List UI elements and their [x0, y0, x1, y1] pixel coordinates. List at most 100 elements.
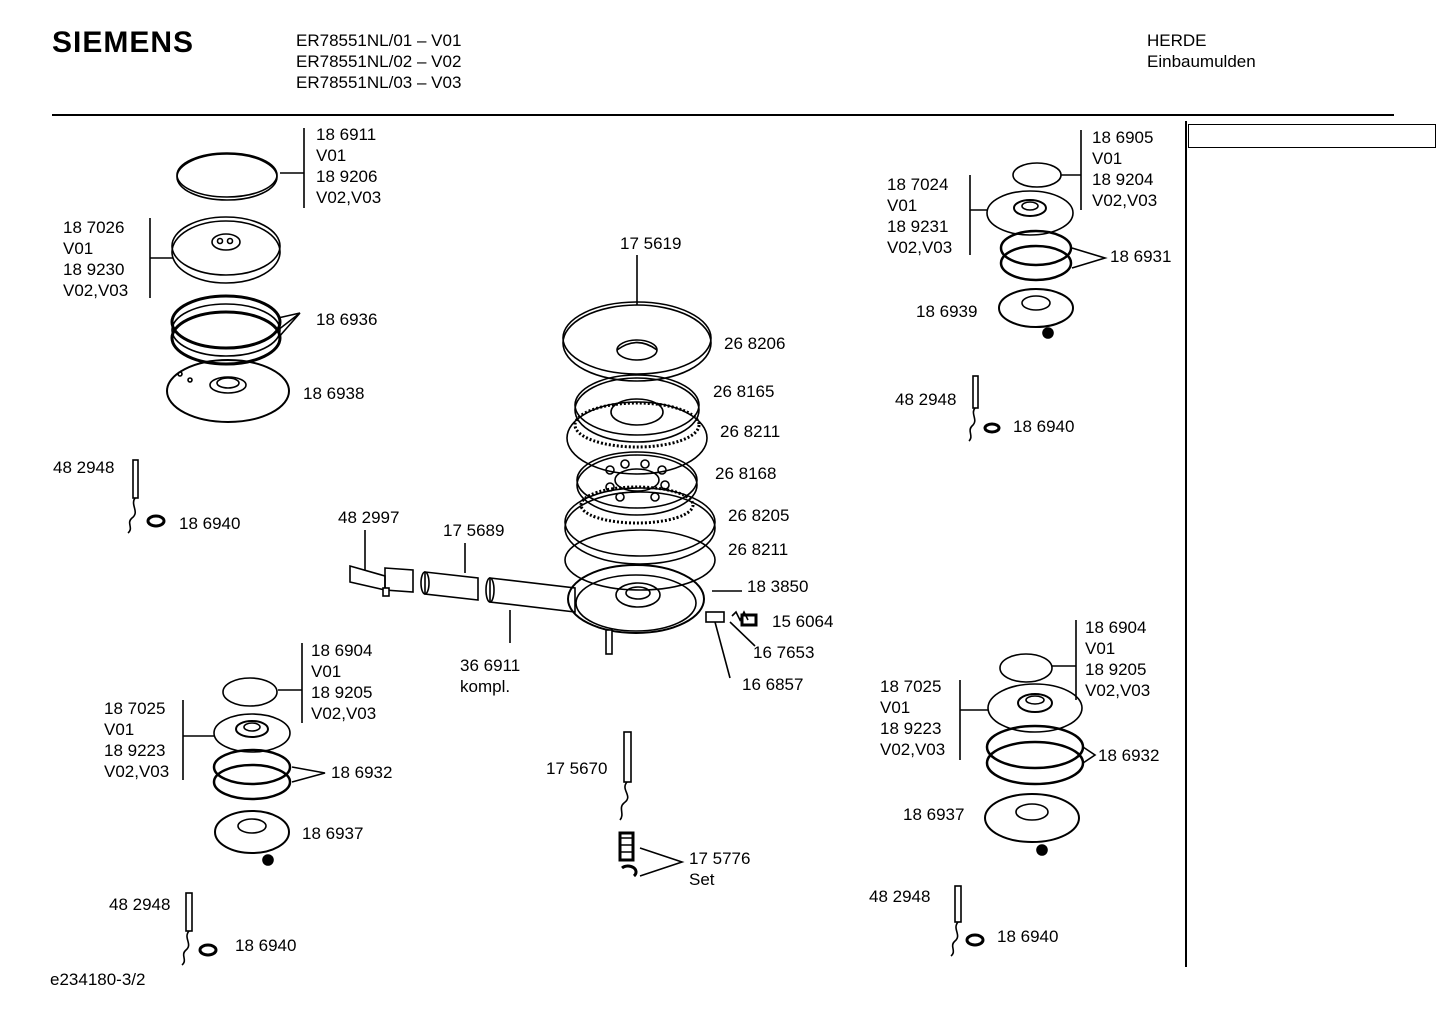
leader-line [280, 128, 305, 208]
part-number-label: 18 9231 [887, 217, 949, 236]
part-number-label: 18 6931 [1110, 247, 1172, 266]
part-number-label: 48 2948 [53, 458, 115, 477]
leader-line [182, 700, 214, 780]
variant-label: V02,V03 [63, 281, 129, 300]
leader-line [729, 621, 756, 647]
part-number-label: 26 8206 [724, 334, 786, 353]
header-divider [52, 114, 1394, 116]
part-number-label: 18 6938 [303, 384, 365, 403]
side-panel-box [1188, 124, 1436, 148]
part-number-label: 18 6940 [1013, 417, 1075, 436]
part-number-label: 48 2948 [869, 887, 931, 906]
seal-ring [566, 401, 708, 475]
part-number-label: 18 6905 [1092, 128, 1154, 147]
spring [618, 831, 635, 862]
variant-label: V01 [104, 720, 135, 739]
leader-line [1071, 247, 1108, 269]
burner-body [987, 683, 1083, 733]
variant-label: V02,V03 [1085, 681, 1151, 700]
variant-label: V02,V03 [887, 238, 953, 257]
burner-base [984, 793, 1080, 856]
variant-label: V02,V03 [1092, 191, 1158, 210]
part-number-label: 48 2948 [895, 390, 957, 409]
part-number-label: 17 5670 [546, 759, 608, 778]
flame-ring [985, 724, 1085, 786]
part-number-label: 18 6904 [311, 641, 373, 660]
part-number-label: 18 6932 [331, 763, 393, 782]
part-number-label: 18 7025 [104, 699, 166, 718]
part-note-label: kompl. [460, 677, 511, 696]
burner-cap [1012, 162, 1062, 188]
side-panel-divider [1185, 121, 1187, 967]
part-number-label: 18 7024 [887, 175, 949, 194]
thermocouple [181, 892, 193, 966]
burner-cap [176, 152, 278, 201]
model-line-1: ER78551NL/01 – V01 [296, 31, 462, 50]
leader-line [1052, 620, 1077, 700]
part-number-label: 18 6911 [316, 125, 377, 144]
flame-ring [170, 294, 282, 366]
part-number-label: 18 9230 [63, 260, 125, 279]
leader-line [277, 312, 301, 339]
burner-base [166, 359, 290, 423]
part-number-label: 15 6064 [772, 612, 834, 631]
part-number-label: 18 6939 [916, 302, 978, 321]
part-number-label: 26 8211 [728, 540, 789, 559]
burner-bottom-right [950, 620, 1097, 957]
variant-label: V02,V03 [316, 188, 382, 207]
screw-assembly [705, 610, 758, 627]
flame-ring [999, 229, 1073, 282]
part-number-label: 26 8168 [715, 464, 777, 483]
thermocouple [127, 459, 139, 534]
leader-line [291, 766, 326, 783]
part-number-label: 18 6940 [997, 927, 1059, 946]
model-line-2: ER78551NL/02 – V02 [296, 52, 462, 71]
part-number-label: 18 9223 [104, 741, 166, 760]
part-number-label: 17 5776 [689, 849, 751, 868]
part-number-label: 18 7025 [880, 677, 942, 696]
clip [621, 864, 638, 878]
burner-base [214, 810, 290, 866]
part-number-label: 17 5689 [443, 521, 505, 540]
part-number-label: 26 8205 [728, 506, 790, 525]
leader-line [1082, 746, 1097, 764]
burner-bottom-left [181, 643, 326, 966]
part-number-label: 48 2997 [338, 508, 400, 527]
flame-spreader [576, 451, 698, 525]
category-title: HERDE [1147, 31, 1207, 50]
leader-line [714, 621, 731, 679]
burner-center [349, 255, 758, 878]
seal-ring [564, 529, 716, 591]
leader-line [149, 218, 173, 298]
variant-label: V02,V03 [311, 704, 377, 723]
part-number-label: 18 6940 [235, 936, 297, 955]
burner-body [986, 190, 1074, 236]
leader-line [1061, 130, 1082, 210]
burner-head [573, 374, 701, 449]
variant-label: V01 [1085, 639, 1116, 658]
part-number-label: 18 9206 [316, 167, 378, 186]
part-number-label: 18 6936 [316, 310, 378, 329]
washer [146, 514, 166, 528]
variant-label: V01 [887, 196, 918, 215]
part-number-label: 18 7026 [63, 218, 125, 237]
part-number-label: 26 8211 [720, 422, 781, 441]
part-number-label: 18 9205 [1085, 660, 1147, 679]
variant-label: V01 [880, 698, 911, 717]
washer [983, 422, 1001, 434]
burner-top-left [127, 128, 305, 534]
part-number-label: 16 6857 [742, 675, 804, 694]
part-number-label: 26 8165 [713, 382, 775, 401]
part-number-label: 18 9204 [1092, 170, 1154, 189]
category-subtitle: Einbaumulden [1147, 52, 1256, 71]
part-number-label: 36 6911 [460, 656, 521, 675]
gas-pipe [349, 564, 576, 613]
part-number-label: 18 6937 [903, 805, 965, 824]
leader-line [959, 680, 988, 760]
part-number-label: 18 3850 [747, 577, 809, 596]
brand-logo: SIEMENS [52, 26, 195, 59]
leader-line [639, 847, 685, 877]
burner-base [998, 288, 1074, 339]
washer [965, 933, 985, 947]
variant-label: V02,V03 [104, 762, 170, 781]
